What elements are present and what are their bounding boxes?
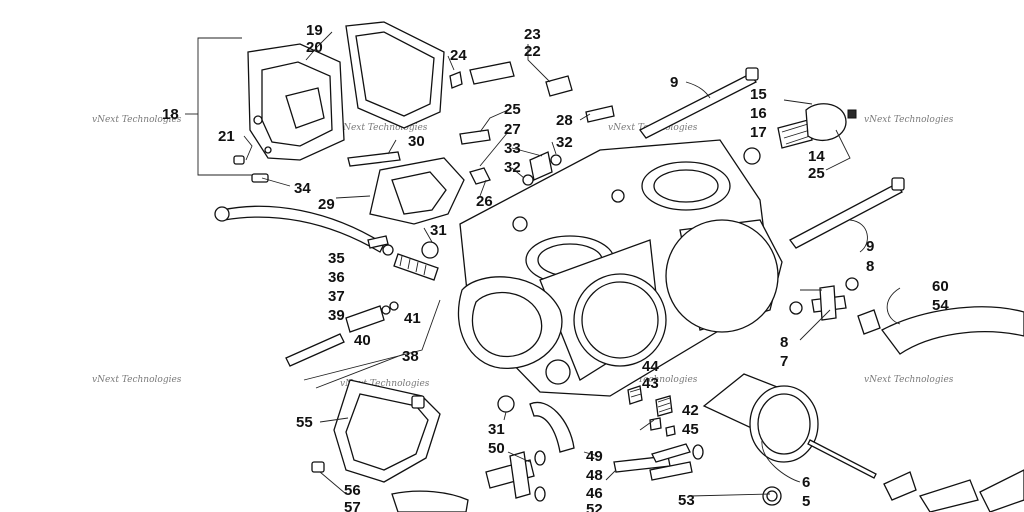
watermark-8: vNext Technologies <box>864 375 954 385</box>
watermark-2: vNext Technologies <box>338 123 428 133</box>
watermark-5: vNext Technologies <box>92 375 182 385</box>
callout-5: 5 <box>802 493 810 510</box>
callout-53: 53 <box>678 492 695 509</box>
callout-26: 26 <box>476 193 493 210</box>
callout-32-a: 32 <box>556 134 573 151</box>
callout-46: 46 <box>586 485 603 502</box>
callout-31-lower: 31 <box>488 421 505 438</box>
long-bolts-9 <box>639 67 905 249</box>
callout-35: 35 <box>328 250 345 267</box>
callout-8-lower: 8 <box>780 334 788 351</box>
callout-29: 29 <box>318 196 335 213</box>
leader-lines <box>243 31 868 497</box>
callout-39: 39 <box>328 307 345 324</box>
callout-37: 37 <box>328 288 345 305</box>
callout-7: 7 <box>780 353 788 370</box>
idle-screw-35-41 <box>285 235 441 389</box>
callout-8-upper: 8 <box>866 258 874 275</box>
watermark-1: vNext Technologies <box>92 115 182 125</box>
choke-parts-14-17 <box>743 99 857 171</box>
callout-27: 27 <box>504 121 521 138</box>
watermark-7: vNext Technologies <box>608 375 698 385</box>
small-parts-upper <box>347 105 615 186</box>
fittings-22-23-24 <box>449 44 573 97</box>
callout-54: 54 <box>932 297 949 314</box>
bracket-18 <box>185 37 258 176</box>
callout-16: 16 <box>750 105 767 122</box>
callout-20: 20 <box>306 39 323 56</box>
callout-44: 44 <box>642 358 659 375</box>
callout-15: 15 <box>750 86 767 103</box>
callout-19: 19 <box>306 22 323 39</box>
callout-49: 49 <box>586 448 603 465</box>
callout-25-upper: 25 <box>504 101 521 118</box>
callout-18: 18 <box>162 106 179 123</box>
callout-40: 40 <box>354 332 371 349</box>
callout-9-lower: 9 <box>866 238 874 255</box>
callout-23: 23 <box>524 26 541 43</box>
callout-48: 48 <box>586 467 603 484</box>
jets-42-45 <box>627 385 676 437</box>
callout-43: 43 <box>642 375 659 392</box>
lower-hoses <box>391 395 782 512</box>
callout-28: 28 <box>556 112 573 129</box>
callout-41: 41 <box>404 310 421 327</box>
callout-25-lower: 25 <box>808 165 825 182</box>
callout-30: 30 <box>408 133 425 150</box>
throttle-bracket-29 <box>369 157 465 225</box>
callout-34: 34 <box>294 180 311 197</box>
callout-24: 24 <box>450 47 467 64</box>
float-bowl-6 <box>702 373 1024 512</box>
callout-42: 42 <box>682 402 699 419</box>
callout-labels: 18 19 20 21 34 24 23 22 25 27 33 32 32 2… <box>162 22 949 512</box>
screws-21-34 <box>233 155 269 183</box>
callout-55: 55 <box>296 414 313 431</box>
watermark-6: vNext Technologies <box>340 379 430 389</box>
watermark-4: vNext Technologies <box>864 115 954 125</box>
chamber-cover-55 <box>311 379 441 483</box>
callout-17: 17 <box>750 124 767 141</box>
callout-31-upper: 31 <box>430 222 447 239</box>
callout-32-b: 32 <box>504 159 521 176</box>
left-hose <box>214 205 385 253</box>
fuel-fitting-7-8 <box>789 277 1024 355</box>
callout-6: 6 <box>802 474 810 491</box>
callout-9-upper: 9 <box>670 74 678 91</box>
callout-60: 60 <box>932 278 949 295</box>
callout-50: 50 <box>488 440 505 457</box>
callout-22: 22 <box>524 43 541 60</box>
callout-36: 36 <box>328 269 345 286</box>
callout-57: 57 <box>344 499 361 512</box>
callout-45: 45 <box>682 421 699 438</box>
callout-52: 52 <box>586 501 603 512</box>
callout-33: 33 <box>504 140 521 157</box>
carburetor-body <box>457 139 783 397</box>
callout-56: 56 <box>344 482 361 499</box>
callout-21: 21 <box>218 128 235 145</box>
top-cover-assembly <box>247 21 445 161</box>
callout-14: 14 <box>808 148 825 165</box>
callout-38: 38 <box>402 348 419 365</box>
